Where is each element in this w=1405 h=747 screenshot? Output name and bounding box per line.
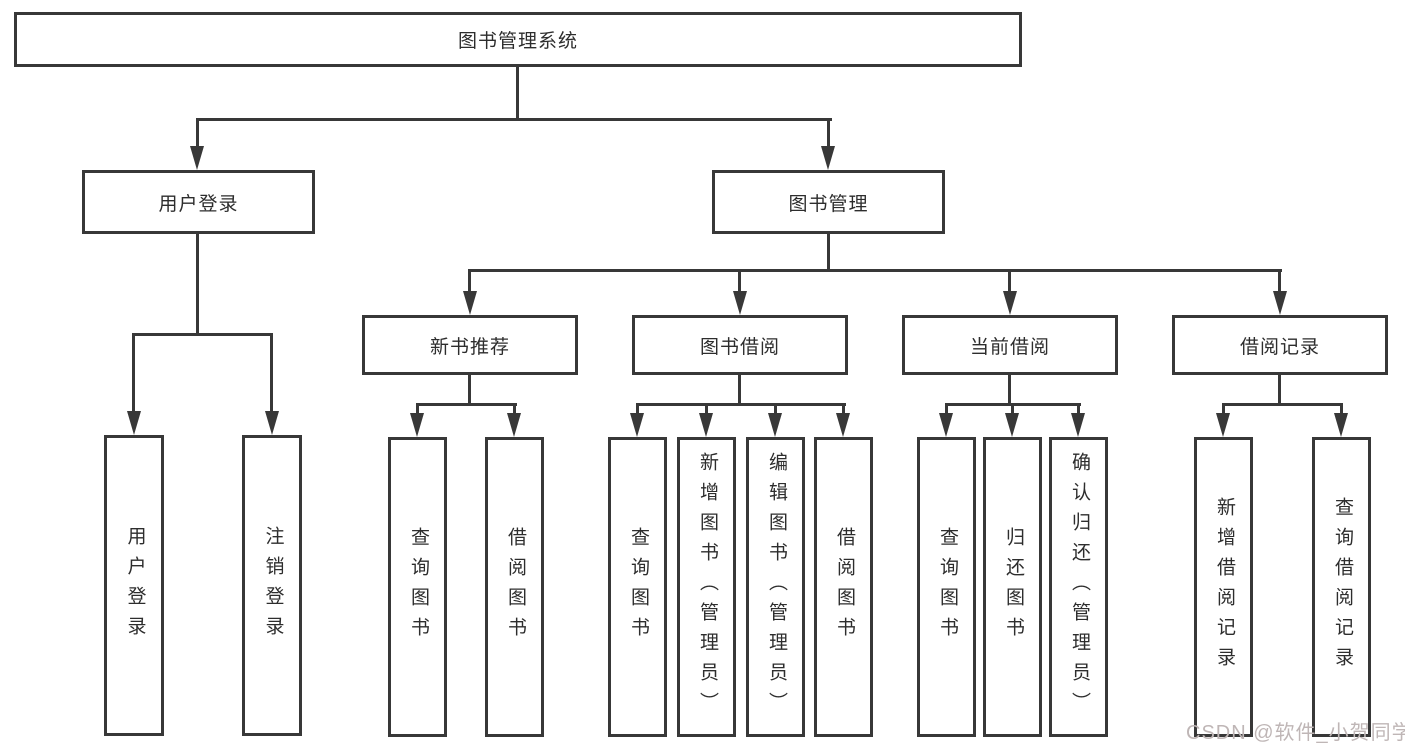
connector-vline: [1008, 269, 1011, 293]
arrowhead-down-icon: [1216, 413, 1230, 437]
node-user-login-leaf-label: 用户登录: [124, 525, 146, 646]
arrowhead-down-icon: [733, 291, 747, 315]
arrowhead-down-icon: [1334, 413, 1348, 437]
arrowhead-down-icon: [768, 413, 782, 437]
node-book-borrowing: 图书借阅: [632, 315, 848, 375]
arrowhead-down-icon: [265, 411, 279, 435]
node-user-login-leaf: 用户登录: [104, 435, 164, 736]
connector-vline: [1340, 403, 1343, 415]
connector-vline: [945, 403, 948, 415]
node-current-borrowing: 当前借阅: [902, 315, 1118, 375]
connector-vline: [132, 333, 135, 413]
arrowhead-down-icon: [190, 146, 204, 170]
node-query-books-current-label: 查询图书: [936, 527, 958, 647]
connector-vline: [468, 374, 471, 406]
node-borrow-books-recommend-label: 借阅图书: [504, 527, 526, 647]
node-user-login-label: 用户登录: [158, 193, 239, 215]
node-edit-book-admin: 编辑图书（管理员）: [746, 437, 805, 737]
node-borrow-books-label: 借阅图书: [833, 527, 855, 647]
connector-vline: [1008, 374, 1011, 406]
node-confirm-return-admin-label: 确认归还（管理员）: [1068, 452, 1090, 722]
node-borrowing-records: 借阅记录: [1172, 315, 1388, 375]
connector-hline: [416, 403, 517, 406]
node-library-system-label: 图书管理系统: [457, 31, 578, 52]
arrowhead-down-icon: [699, 413, 713, 437]
connector-vline: [1222, 403, 1225, 415]
arrowhead-down-icon: [1071, 413, 1085, 437]
arrowhead-down-icon: [630, 413, 644, 437]
connector-vline: [705, 403, 708, 415]
connector-vline: [416, 403, 419, 415]
connector-vline: [513, 403, 516, 415]
arrowhead-down-icon: [127, 411, 141, 435]
node-new-book-recommend-label: 新书推荐: [429, 336, 510, 358]
arrowhead-down-icon: [1005, 413, 1019, 437]
connector-vline: [842, 403, 845, 415]
node-current-borrowing-label: 当前借阅: [969, 336, 1050, 358]
node-query-borrow-record-label: 查询借阅记录: [1331, 497, 1353, 677]
node-add-borrow-record: 新增借阅记录: [1194, 437, 1253, 737]
connector-vline: [1011, 403, 1014, 415]
node-query-books-borrowing: 查询图书: [608, 437, 667, 737]
node-borrow-books: 借阅图书: [814, 437, 873, 737]
node-book-management-label: 图书管理: [788, 193, 869, 215]
connector-vline: [774, 403, 777, 415]
node-query-books-borrowing-label: 查询图书: [627, 527, 649, 647]
node-edit-book-admin-label: 编辑图书（管理员）: [765, 452, 787, 722]
node-add-book-admin-label: 新增图书（管理员）: [696, 452, 718, 722]
node-query-books-current: 查询图书: [917, 437, 976, 737]
node-logout: 注销登录: [242, 435, 302, 736]
node-query-borrow-record: 查询借阅记录: [1312, 437, 1371, 737]
connector-hline: [196, 118, 832, 121]
node-add-borrow-record-label: 新增借阅记录: [1213, 497, 1235, 677]
connector-hline: [132, 333, 273, 336]
csdn-watermark: CSDN @软件_小贺同学: [1186, 722, 1405, 744]
node-query-books-recommend: 查询图书: [388, 437, 447, 737]
connector-vline: [738, 374, 741, 406]
node-confirm-return-admin: 确认归还（管理员）: [1049, 437, 1108, 737]
connector-vline: [827, 118, 830, 148]
connector-hline: [636, 403, 846, 406]
arrowhead-down-icon: [1273, 291, 1287, 315]
node-logout-label: 注销登录: [262, 525, 284, 646]
connector-vline: [270, 333, 273, 413]
connector-vline: [636, 403, 639, 415]
node-return-book: 归还图书: [983, 437, 1042, 737]
node-new-book-recommend: 新书推荐: [362, 315, 578, 375]
connector-vline: [468, 269, 471, 293]
connector-vline: [827, 234, 830, 272]
arrowhead-down-icon: [821, 146, 835, 170]
node-return-book-label: 归还图书: [1002, 527, 1024, 647]
connector-vline: [1278, 374, 1281, 406]
connector-vline: [196, 233, 199, 336]
connector-vline: [1278, 269, 1281, 293]
connector-hline: [1222, 403, 1343, 406]
node-add-book-admin: 新增图书（管理员）: [677, 437, 736, 737]
connector-vline: [196, 118, 199, 148]
connector-vline: [738, 269, 741, 293]
node-user-login: 用户登录: [82, 170, 315, 234]
node-query-books-recommend-label: 查询图书: [407, 527, 429, 647]
node-borrowing-records-label: 借阅记录: [1239, 336, 1320, 358]
arrowhead-down-icon: [939, 413, 953, 437]
node-book-borrowing-label: 图书借阅: [699, 336, 780, 358]
connector-vline: [516, 66, 519, 121]
connector-vline: [1077, 403, 1080, 415]
arrowhead-down-icon: [1003, 291, 1017, 315]
arrowhead-down-icon: [410, 413, 424, 437]
node-library-system: 图书管理系统: [14, 12, 1022, 67]
node-borrow-books-recommend: 借阅图书: [485, 437, 544, 737]
arrowhead-down-icon: [507, 413, 521, 437]
node-book-management: 图书管理: [712, 170, 945, 234]
connector-hline: [468, 269, 1282, 272]
arrowhead-down-icon: [836, 413, 850, 437]
arrowhead-down-icon: [463, 291, 477, 315]
